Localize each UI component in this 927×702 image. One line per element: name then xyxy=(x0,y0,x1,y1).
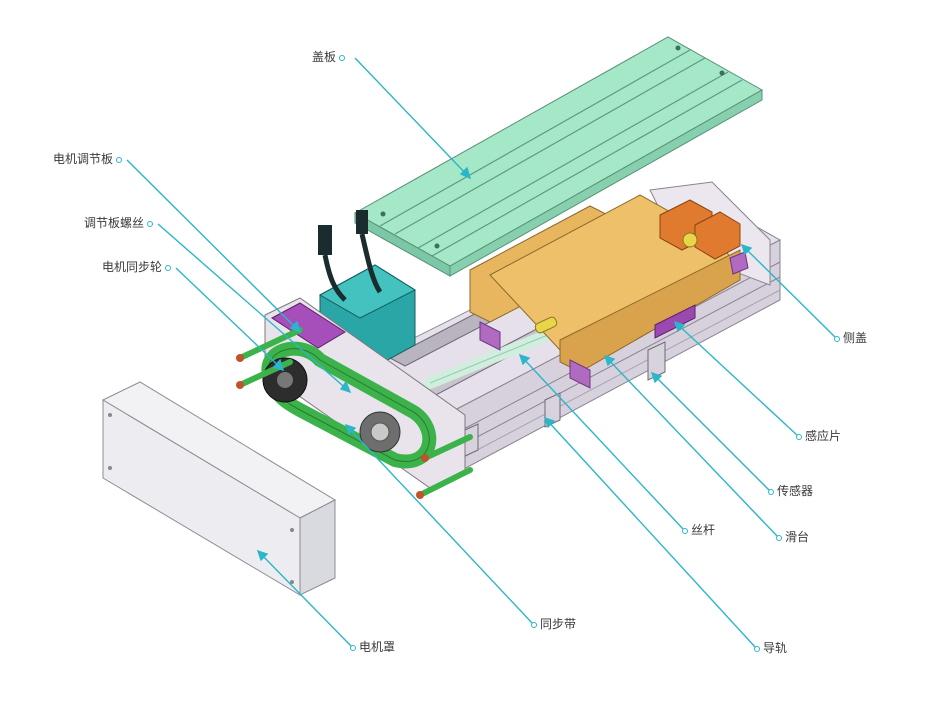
leader-dot-icon xyxy=(350,644,356,651)
leader-dot-icon xyxy=(796,433,802,440)
motor-drive-graphic xyxy=(236,297,473,499)
cover-plate-graphic xyxy=(353,36,764,277)
leader-dot-icon xyxy=(682,527,688,534)
leader-dot-icon xyxy=(754,645,760,652)
motor-cover-graphic xyxy=(101,381,337,596)
leader-dot-icon xyxy=(776,534,782,541)
leader-dot-icon xyxy=(165,264,172,271)
label-guide-rail: 导轨 xyxy=(751,641,787,655)
leader-dot-icon xyxy=(116,156,123,163)
leader-dot-icon xyxy=(768,488,774,495)
label-slide-table: 滑台 xyxy=(773,530,809,544)
label-side-cover: 侧盖 xyxy=(831,331,867,345)
leader-dot-icon xyxy=(531,621,537,628)
leader-dot-icon xyxy=(147,220,154,227)
slide-table-graphic xyxy=(469,194,749,389)
label-motor-cover: 电机罩 xyxy=(347,640,395,654)
label-sensing-piece: 感应片 xyxy=(793,429,841,443)
label-sync-belt: 同步带 xyxy=(528,617,576,631)
label-adjust-plate-screw: 调节板螺丝 xyxy=(84,216,156,230)
label-lead-screw: 丝杆 xyxy=(679,523,715,537)
leader-dot-icon xyxy=(834,335,840,342)
label-sensor: 传感器 xyxy=(765,484,813,498)
label-motor-sync-wheel: 电机同步轮 xyxy=(102,260,174,274)
leader-dot-icon xyxy=(339,54,346,61)
label-cover-plate: 盖板 xyxy=(312,50,348,64)
sensor-graphic xyxy=(464,341,666,457)
leader-lines xyxy=(126,57,837,649)
label-motor-adjust-plate: 电机调节板 xyxy=(53,152,125,166)
